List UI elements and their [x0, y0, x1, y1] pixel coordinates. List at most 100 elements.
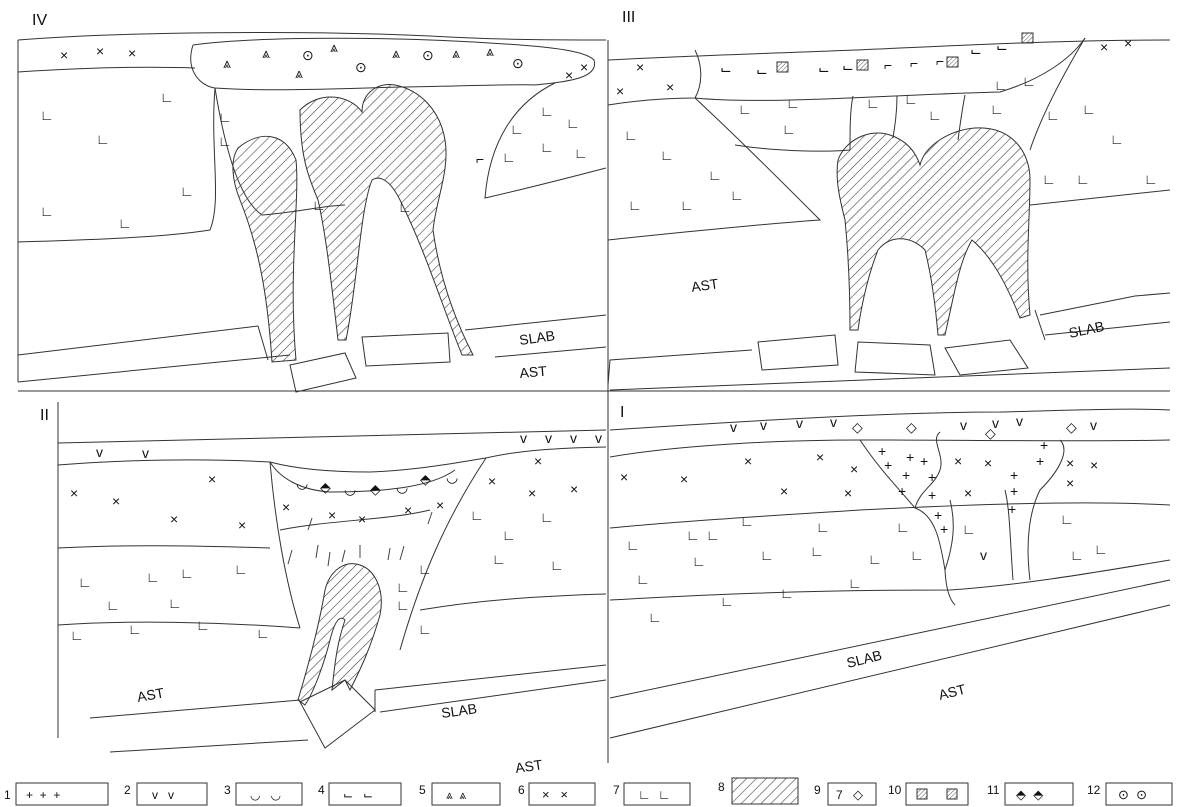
- svg-text:∟: ∟: [648, 609, 662, 625]
- svg-text:∟: ∟: [868, 551, 882, 567]
- svg-text:⌙: ⌙: [842, 59, 854, 75]
- svg-text:×: ×: [570, 481, 578, 497]
- svg-text:×: ×: [1124, 35, 1132, 51]
- svg-text:∟: ∟: [740, 513, 754, 529]
- panel-iv-unit-0: SLAB: [518, 327, 556, 348]
- svg-text:v: v: [1090, 417, 1097, 433]
- svg-text:∟: ∟: [816, 519, 830, 535]
- hatched-square-icon: [917, 789, 927, 799]
- svg-text:∟: ∟: [418, 621, 432, 637]
- legend-num-1: 1: [4, 788, 11, 802]
- svg-text:∟: ∟: [118, 215, 132, 231]
- svg-text:∟: ∟: [146, 569, 160, 585]
- panel-ii: II AST SLAB AST vv vvvv ◡⬘◡⬘ ◡⬘◡: [40, 407, 606, 776]
- svg-text:∟: ∟: [720, 593, 734, 609]
- svg-text:∟: ∟: [510, 121, 524, 137]
- legend-num-12: 12: [1087, 783, 1101, 797]
- striped-diamond-symbol-icon: ⬘ ⬘: [1016, 787, 1043, 802]
- svg-text:×: ×: [1100, 39, 1108, 55]
- svg-text:∟: ∟: [180, 565, 194, 581]
- svg-text:v: v: [830, 414, 837, 430]
- svg-text:×: ×: [744, 453, 752, 469]
- svg-text:v: v: [960, 417, 967, 433]
- svg-text:∟: ∟: [540, 509, 554, 525]
- svg-text:v: v: [1016, 413, 1023, 429]
- panel-i: I vvvv vvvv v ◇◇◇◇ ++++ ++++ ++++ +++ ××…: [610, 404, 1170, 738]
- legend-num-5: 5: [419, 783, 426, 797]
- svg-text:v: v: [595, 430, 602, 446]
- svg-text:v: v: [545, 430, 552, 446]
- svg-text:×: ×: [282, 499, 290, 515]
- svg-text:∟: ∟: [106, 597, 120, 613]
- chevron-symbol-icon: ⩓ ⩓: [446, 788, 466, 802]
- svg-text:∟: ∟: [502, 149, 516, 165]
- svg-text:×: ×: [616, 83, 624, 99]
- svg-text:⩓: ⩓: [486, 43, 494, 59]
- svg-text:∟: ∟: [1144, 171, 1158, 187]
- svg-text:⌙: ⌙: [756, 63, 768, 79]
- svg-text:⌙: ⌙: [818, 61, 830, 77]
- svg-text:∟: ∟: [40, 107, 54, 123]
- panel-ii-unit-0: AST: [136, 684, 166, 705]
- svg-text:⊙: ⊙: [302, 47, 314, 63]
- svg-text:×: ×: [1066, 475, 1074, 491]
- panel-iii: III AST SLAB ××× ×× ⌙⌙⌙⌙ ⌙⌙ ⌐⌐⌐: [608, 9, 1170, 390]
- svg-text:×: ×: [580, 59, 588, 75]
- svg-text:∟: ∟: [168, 595, 182, 611]
- svg-text:∟: ∟: [692, 553, 706, 569]
- l-symbol-icon: ∟ ∟: [638, 787, 671, 802]
- svg-text:+: +: [906, 449, 914, 465]
- svg-text:⩓: ⩓: [223, 55, 231, 71]
- panel-ii-unit-1: SLAB: [440, 700, 478, 721]
- svg-text:∟: ∟: [40, 203, 54, 219]
- svg-text:∟: ∟: [502, 527, 516, 543]
- svg-text:×: ×: [70, 485, 78, 501]
- svg-text:∟: ∟: [218, 133, 232, 149]
- svg-text:◡: ◡: [344, 481, 356, 497]
- svg-text:+: +: [1008, 501, 1016, 517]
- svg-text:∟: ∟: [550, 557, 564, 573]
- svg-text:∟: ∟: [910, 547, 924, 563]
- svg-text:v: v: [730, 419, 737, 435]
- svg-text:×: ×: [816, 449, 824, 465]
- svg-text:∟: ∟: [160, 89, 174, 105]
- svg-text:∟: ∟: [540, 139, 554, 155]
- svg-text:+: +: [1036, 453, 1044, 469]
- svg-text:∟: ∟: [540, 103, 554, 119]
- svg-text:∟: ∟: [928, 107, 942, 123]
- svg-text:⬘: ⬘: [420, 471, 431, 487]
- svg-text:∟: ∟: [418, 561, 432, 577]
- l-dot-symbol-icon: ⌙ ⌙: [343, 788, 373, 802]
- legend-num-3: 3: [224, 783, 231, 797]
- svg-text:+: +: [884, 457, 892, 473]
- svg-text:+: +: [940, 521, 948, 537]
- svg-text:◇: ◇: [1066, 419, 1077, 435]
- svg-text:⬘: ⬘: [320, 479, 331, 495]
- svg-text:+: +: [928, 469, 936, 485]
- svg-text:×: ×: [666, 79, 674, 95]
- x-symbol-icon: × ×: [542, 787, 568, 802]
- svg-text:∟: ∟: [1022, 73, 1036, 89]
- panel-iii-unit-1: SLAB: [1067, 318, 1105, 341]
- svg-text:×: ×: [565, 67, 573, 83]
- svg-text:∟: ∟: [396, 579, 410, 595]
- svg-text:+: +: [928, 487, 936, 503]
- svg-text:∟: ∟: [896, 519, 910, 535]
- panel-i-unit-1: AST: [937, 681, 968, 703]
- svg-text:∟: ∟: [196, 617, 210, 633]
- svg-text:v: v: [796, 415, 803, 431]
- svg-text:v: v: [142, 445, 149, 461]
- legend-num-10: 10: [888, 783, 902, 797]
- svg-text:∟: ∟: [1046, 107, 1060, 123]
- svg-text:∟: ∟: [180, 183, 194, 199]
- svg-text:∟: ∟: [78, 574, 92, 590]
- legend-num-6: 6: [518, 783, 525, 797]
- svg-text:+: +: [1010, 467, 1018, 483]
- svg-text:+: +: [898, 483, 906, 499]
- svg-text:×: ×: [170, 511, 178, 527]
- svg-text:∟: ∟: [780, 585, 794, 601]
- svg-text:⩓: ⩓: [262, 45, 270, 61]
- legend-num-11: 11: [987, 783, 1000, 797]
- svg-text:⌙: ⌙: [970, 43, 982, 59]
- svg-text:∟: ∟: [636, 571, 650, 587]
